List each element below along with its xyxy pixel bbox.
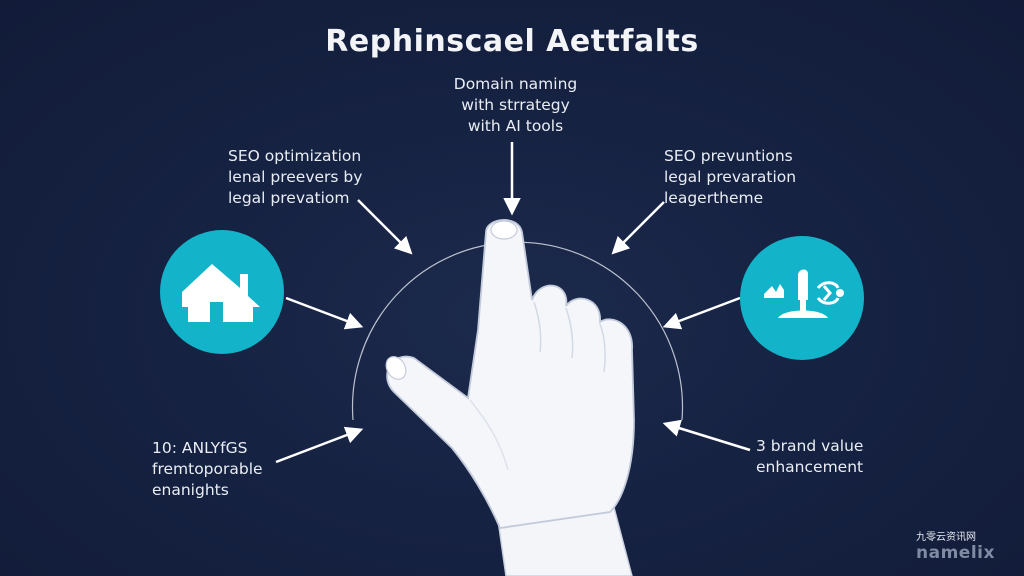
label-upper-left-line: SEO optimization [228,147,362,165]
label-bottom-right-line: 3 brand value [756,437,864,455]
watermark-brand: namelix [916,543,995,563]
label-upper-right-line: SEO prevuntions [664,147,793,165]
diagram-title: Rephinscael Aettfalts [325,24,699,59]
left-circle-badge [160,230,284,354]
label-upper-right: SEO prevuntions legal prevaration leager… [664,146,796,209]
label-bottom-left: 10: ANLYfGS fremtoporable enanights [152,438,263,501]
label-top-line: with strrategy [461,96,570,114]
label-bottom-left-line: fremtoporable [152,460,263,478]
label-upper-right-line: leagertheme [664,189,764,207]
label-upper-left: SEO optimization lenal preevers by legal… [228,146,362,209]
label-top-line: Domain naming [453,75,578,93]
arrow-mid-left [285,296,364,330]
label-upper-right-line: legal prevaration [664,168,797,186]
arrow-bottom-right [662,419,751,452]
label-top: Domain naming with strrategy with AI too… [448,74,583,137]
watermark: 九零云资讯网 namelix [916,532,995,562]
watermark-line: 九零云资讯网 [916,532,976,543]
arrow-upper-right [611,201,665,255]
right-circle-badge [740,236,864,360]
label-bottom-left-line: 10: ANLYfGS [152,439,248,457]
label-top-line: with AI tools [467,117,564,135]
label-bottom-left-line: enanights [152,481,229,499]
label-bottom-right: 3 brand value enhancement [756,436,863,478]
house-icon [182,264,260,322]
arrow-bottom-left [275,426,364,464]
label-upper-left-line: lenal preevers by [228,168,363,186]
pointing-hand-icon [385,219,635,576]
scale-icon [764,269,844,318]
label-bottom-right-line: enhancement [756,458,864,476]
label-upper-left-line: legal prevatiom [228,189,350,207]
arrow-upper-left [357,199,413,255]
arrow-mid-right [662,296,741,330]
